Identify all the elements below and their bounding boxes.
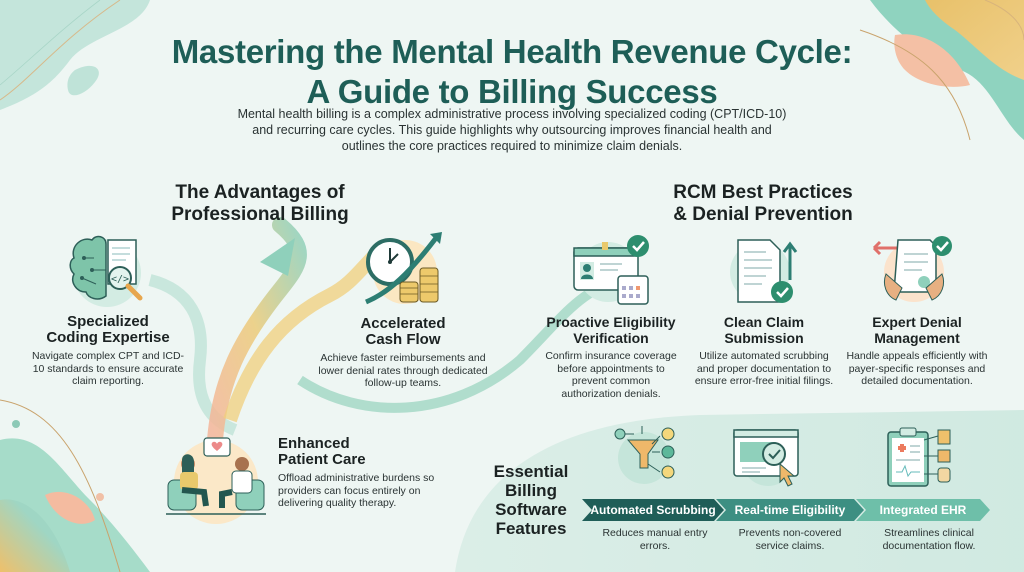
advantage-card-patient-care: Enhanced Patient Care Offload administra… bbox=[278, 436, 438, 510]
software-heading-line-4: Features bbox=[495, 519, 567, 538]
advantage-patient-care-title: Enhanced Patient Care bbox=[278, 436, 438, 468]
rcm-clean-claim-title: Clean Claim Submission bbox=[694, 314, 834, 346]
rcm-clean-claim-text: Utilize automated scrubbing and proper d… bbox=[694, 350, 834, 387]
rcm-denial-title-line-1: Expert Denial bbox=[872, 314, 962, 330]
feature-banner-automated-scrubbing: Automated Scrubbing bbox=[582, 499, 724, 521]
advantage-coding-text: Navigate complex CPT and ICD-10 standard… bbox=[31, 350, 185, 387]
therapy-session-icon bbox=[166, 434, 266, 531]
advantage-cash-flow-title-line-1: Accelerated bbox=[360, 315, 446, 332]
id-card-calendar-icon bbox=[572, 234, 652, 311]
advantage-card-coding: Specialized Coding Expertise Navigate co… bbox=[28, 314, 188, 388]
advantage-coding-title-line-2: Coding Expertise bbox=[46, 329, 170, 346]
advantage-coding-title: Specialized Coding Expertise bbox=[28, 314, 188, 346]
advantage-patient-care-text: Offload administrative burdens so provid… bbox=[278, 472, 435, 509]
rcm-clean-claim-title-line-1: Clean Claim bbox=[723, 314, 805, 330]
rcm-card-clean-claim: Clean Claim Submission Utilize automated… bbox=[694, 314, 834, 388]
intro-paragraph: Mental health billing is a complex admin… bbox=[237, 107, 787, 153]
rcm-clean-claim-title-line-2: Submission bbox=[724, 330, 804, 346]
title-line-2: A Guide to Billing Success bbox=[306, 73, 718, 110]
software-heading-line-2: Billing bbox=[505, 481, 557, 500]
clipboard-ehr-icon bbox=[884, 426, 954, 493]
clock-coins-icon bbox=[360, 232, 446, 313]
rcm-eligibility-title: Proactive Eligibility Verification bbox=[541, 314, 681, 346]
rcm-card-eligibility: Proactive Eligibility Verification Confi… bbox=[541, 314, 681, 400]
software-heading-line-3: Software bbox=[495, 500, 567, 519]
rcm-eligibility-text: Confirm insurance coverage before appoin… bbox=[545, 350, 677, 400]
document-check-icon bbox=[726, 236, 806, 313]
rcm-denial-title: Expert Denial Management bbox=[842, 314, 992, 346]
rcm-denial-text: Handle appeals efficiently with payer-sp… bbox=[846, 350, 988, 387]
rcm-denial-title-line-2: Management bbox=[874, 330, 960, 346]
feature-text-automated-scrubbing: Reduces manual entry errors. bbox=[602, 527, 708, 552]
software-heading-line-1: Essential bbox=[493, 462, 569, 481]
advantages-heading-line-2: Professional Billing bbox=[171, 204, 349, 225]
feature-banner-real-time-eligibility: Real-time Eligibility bbox=[716, 499, 864, 521]
advantage-coding-title-line-1: Specialized bbox=[67, 313, 149, 330]
advantage-patient-care-title-line-1: Enhanced bbox=[278, 435, 350, 452]
advantages-heading: The Advantages of Professional Billing bbox=[160, 182, 360, 226]
advantage-patient-care-title-line-2: Patient Care bbox=[278, 451, 366, 468]
funnel-icon bbox=[612, 424, 678, 495]
advantage-card-cash-flow: Accelerated Cash Flow Achieve faster rei… bbox=[318, 316, 488, 390]
advantages-heading-line-1: The Advantages of bbox=[175, 182, 345, 203]
feature-banner-integrated-ehr: Integrated EHR bbox=[856, 499, 990, 521]
rcm-card-denial-management: Expert Denial Management Handle appeals … bbox=[842, 314, 992, 388]
feature-text-integrated-ehr: Streamlines clinical documentation flow. bbox=[882, 527, 976, 552]
rcm-heading-line-2: & Denial Prevention bbox=[673, 204, 853, 225]
feature-text-real-time-eligibility: Prevents non-covered service claims. bbox=[738, 527, 842, 552]
rcm-heading: RCM Best Practices & Denial Prevention bbox=[658, 182, 868, 226]
advantage-cash-flow-title-line-2: Cash Flow bbox=[365, 331, 441, 348]
brain-code-icon: </> bbox=[62, 228, 152, 315]
rcm-eligibility-title-line-1: Proactive Eligibility bbox=[546, 314, 676, 330]
title-line-1: Mastering the Mental Health Revenue Cycl… bbox=[171, 33, 853, 70]
browser-check-icon bbox=[732, 426, 802, 493]
hands-document-icon bbox=[872, 234, 956, 311]
advantage-cash-flow-title: Accelerated Cash Flow bbox=[318, 316, 488, 348]
software-heading: Essential Billing Software Features bbox=[488, 462, 574, 538]
rcm-eligibility-title-line-2: Verification bbox=[573, 330, 649, 346]
rcm-heading-line-1: RCM Best Practices bbox=[673, 182, 853, 203]
svg-text:</>: </> bbox=[111, 274, 129, 285]
advantage-cash-flow-text: Achieve faster reimbursements and lower … bbox=[318, 352, 488, 389]
page-title: Mastering the Mental Health Revenue Cycl… bbox=[0, 32, 1024, 112]
